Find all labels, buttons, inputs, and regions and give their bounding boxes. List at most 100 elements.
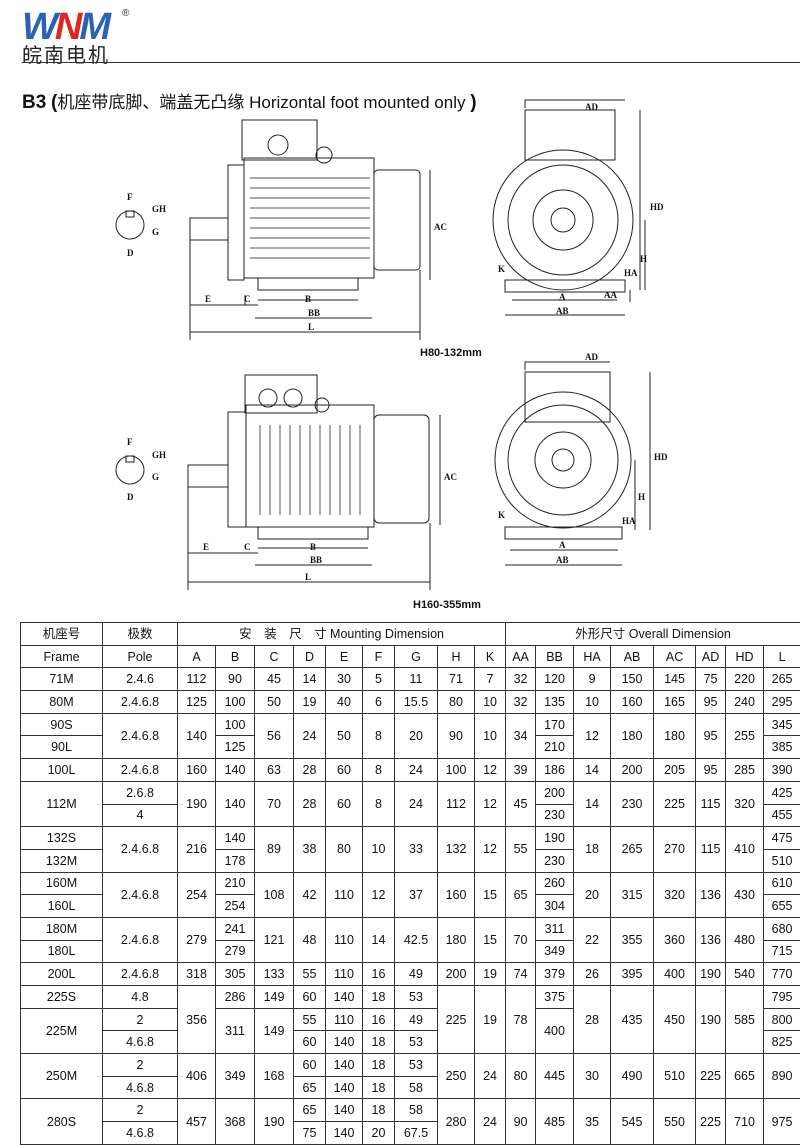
table-cell: 16 (362, 1007, 395, 1032)
table-cell: 136 (695, 916, 727, 964)
table-cell: 457 (177, 1098, 216, 1145)
table-cell: 400 (653, 962, 697, 986)
table-cell: 38 (293, 826, 326, 873)
table-cell: 18 (362, 1030, 395, 1055)
table-cell: 255 (725, 712, 765, 760)
table-cell: 67.5 (394, 1121, 438, 1145)
column-header-bb: BB (535, 644, 575, 669)
table-cell: 680 (763, 916, 800, 941)
table-cell: 24 (473, 1053, 507, 1100)
column-header-f: F (362, 644, 395, 669)
table-cell: 230 (535, 848, 575, 873)
table-cell: 65 (505, 871, 537, 918)
label-g: G (152, 227, 159, 237)
label-a: A (559, 292, 566, 302)
table-cell: 2.6.8 (102, 780, 178, 805)
table-cell: 360 (653, 916, 697, 964)
table-cell: 225 (695, 1053, 727, 1100)
table-cell: 70 (254, 780, 294, 828)
table-cell: 89 (254, 826, 294, 873)
table-cell: 140 (215, 758, 255, 782)
table-cell: 265 (610, 826, 655, 873)
table-cell: 18 (362, 985, 395, 1009)
table-cell: 304 (535, 894, 575, 918)
table-cell: 550 (653, 1098, 697, 1145)
label-hd: HD (654, 452, 668, 462)
table-cell: 33 (394, 826, 438, 873)
table-cell: 18 (573, 826, 612, 873)
label-e: E (205, 294, 211, 304)
brand-logo: WNM ® 皖南电机 (22, 8, 129, 66)
table-cell: 112 (437, 780, 475, 828)
table-cell: 545 (610, 1098, 655, 1145)
table-cell: 12 (473, 826, 507, 873)
table-cell: 53 (394, 1030, 438, 1055)
table-cell: 655 (763, 894, 800, 918)
table-cell: 90 (505, 1098, 537, 1145)
table-cell: 180 (437, 916, 475, 964)
label-f: F (127, 192, 133, 202)
table-cell: 53 (394, 985, 438, 1009)
table-cell: 14 (362, 916, 395, 964)
table-cell: 395 (610, 962, 655, 986)
table-cell: 710 (725, 1098, 765, 1145)
label-aa: AA (604, 290, 617, 300)
table-cell: 280S (20, 1098, 103, 1145)
label-d: D (127, 248, 134, 258)
table-cell: 490 (610, 1053, 655, 1100)
table-cell: 355 (610, 916, 655, 964)
page-title: B3 (机座带底脚、端盖无凸缘 Horizontal foot mounted … (22, 88, 477, 114)
table-cell: 12 (473, 780, 507, 828)
table-cell: 132M (20, 848, 103, 873)
column-header-ha: HA (573, 644, 612, 669)
table-cell: 10 (573, 690, 612, 714)
label-gh: GH (152, 204, 166, 214)
table-cell: 90 (437, 712, 475, 760)
table-cell: 132S (20, 826, 103, 850)
table-cell: 2 (102, 1053, 178, 1077)
table-cell: 286 (215, 985, 255, 1009)
table-cell: 356 (177, 984, 216, 1055)
column-header-k: K (473, 644, 507, 669)
table-cell: 475 (763, 826, 800, 850)
label-ac: AC (434, 222, 447, 232)
table-cell: 368 (215, 1098, 255, 1145)
table-cell: 4.6.8 (102, 1121, 178, 1145)
table-cell: 890 (763, 1053, 800, 1100)
table-cell: 410 (725, 826, 765, 873)
diagram-bottom-end-view (494, 361, 651, 566)
table-cell: 78 (505, 984, 537, 1055)
table-cell: 10 (473, 712, 507, 760)
table-cell: 170 (535, 712, 575, 737)
table-cell: 2.4.6.8 (102, 916, 178, 964)
table-cell: 35 (573, 1098, 612, 1145)
column-header-a: A (177, 644, 216, 669)
table-cell: 200 (610, 758, 655, 782)
table-cell: 11 (394, 667, 438, 692)
table-cell: 49 (394, 962, 438, 986)
table-cell: 75 (695, 667, 727, 692)
table-cell: 135 (535, 690, 575, 714)
label-b: B (305, 294, 311, 304)
table-cell: 205 (653, 758, 697, 782)
table-cell: 55 (293, 1007, 326, 1032)
table-cell: 60 (293, 1053, 326, 1077)
label-ab: AB (556, 306, 569, 316)
table-cell: 58 (394, 1075, 438, 1100)
table-cell: 149 (254, 1007, 294, 1055)
paren: ) (470, 92, 477, 113)
table-cell: 50 (254, 690, 294, 714)
column-header-frame: Frame (20, 644, 103, 669)
table-cell: 800 (763, 1007, 800, 1032)
table-cell: 318 (177, 962, 216, 986)
table-cell: 12 (473, 758, 507, 782)
table-cell: 115 (695, 780, 727, 828)
table-cell: 2 (102, 1098, 178, 1123)
motor-diagrams (115, 99, 651, 590)
table-cell: 390 (763, 758, 800, 782)
